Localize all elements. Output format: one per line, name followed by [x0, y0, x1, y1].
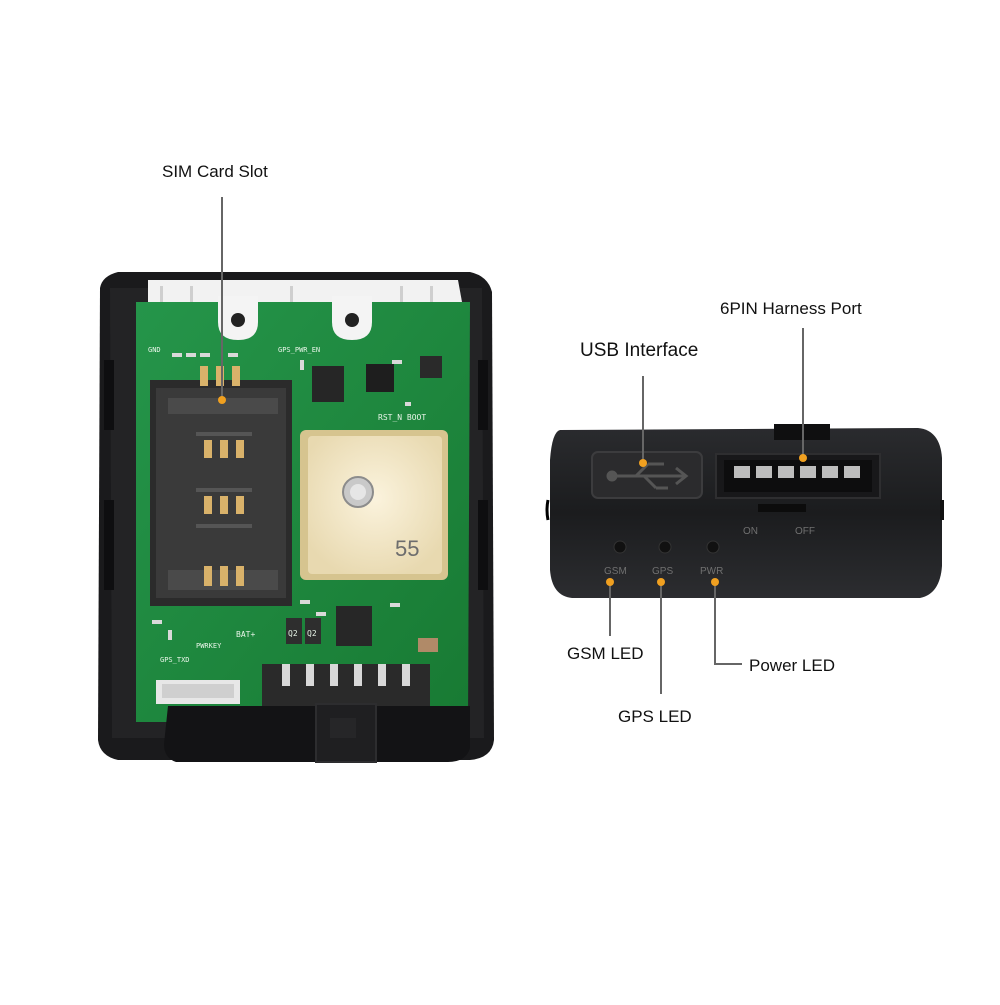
- silk-gnd: GND: [148, 346, 161, 354]
- screw-icon: [231, 313, 245, 327]
- power-leader-line: [714, 582, 742, 665]
- switch-on-label: ON: [743, 526, 758, 537]
- silk-pwrkey: PWRKEY: [196, 642, 222, 650]
- power-led-indicator: [706, 540, 720, 554]
- usb-port: [591, 451, 703, 499]
- gps-antenna: 55: [300, 430, 448, 580]
- silk-bat-plus: BAT+: [236, 630, 255, 639]
- gps-led-label: GPS LED: [618, 707, 692, 726]
- gps-marking: GPS: [652, 566, 673, 577]
- silk-q2: Q2: [288, 629, 298, 638]
- chip: [336, 606, 372, 646]
- harness-port: [715, 453, 881, 499]
- chip: [366, 364, 394, 392]
- gsm-led-indicator: [613, 540, 627, 554]
- power-switch: [758, 504, 806, 512]
- silk-gps-pwr-en: GPS_PWR_EN: [278, 346, 320, 354]
- device-end-view: ON OFF GSM GPS PWR: [545, 424, 944, 598]
- usb-icon: [606, 462, 689, 490]
- open-device: GND GPS_PWR_EN RST_N BOOT BAT+ PWRKEY GP…: [98, 272, 494, 763]
- top-bracket: [148, 280, 462, 302]
- gsm-led-label: GSM LED: [567, 644, 644, 663]
- switch-off-label: OFF: [795, 526, 815, 537]
- harness-port-label: 6PIN Harness Port: [720, 299, 862, 318]
- silk-gps-txd: GPS_TXD: [160, 656, 190, 664]
- power-led-label: Power LED: [749, 656, 835, 675]
- antenna-marking: 55: [395, 536, 419, 561]
- chip: [312, 366, 344, 402]
- screw-icon: [345, 313, 359, 327]
- callout-dots: [218, 396, 807, 586]
- silk-q2b: Q2: [307, 629, 317, 638]
- gps-led-indicator: [658, 540, 672, 554]
- chip: [420, 356, 442, 378]
- sim-card-holder: [150, 366, 292, 606]
- pwr-marking: PWR: [700, 566, 723, 577]
- gsm-marking: GSM: [604, 566, 627, 577]
- silk-rst-boot: RST_N BOOT: [378, 413, 426, 422]
- callout-lines: [221, 197, 804, 694]
- usb-interface-label: USB Interface: [580, 340, 699, 361]
- sim-card-slot-label: SIM Card Slot: [162, 162, 268, 181]
